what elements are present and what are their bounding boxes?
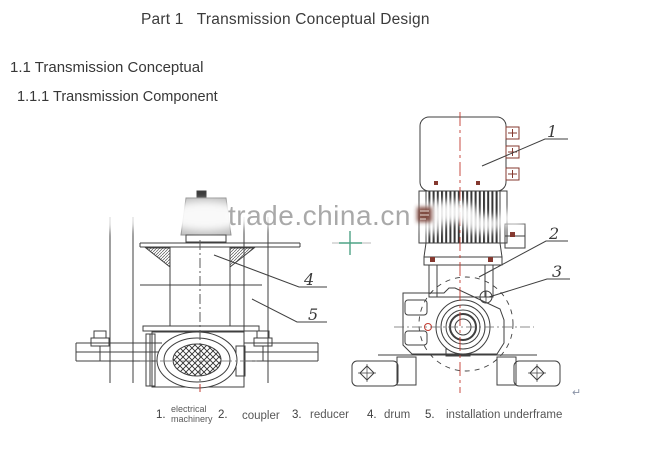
watermark: trade.china.cn [92, 200, 526, 234]
legend-number-3: 3. [292, 409, 302, 421]
callout-4: 4 [303, 270, 314, 289]
subsection-heading: 1.1.1 Transmission Component [17, 89, 218, 105]
legend-label-2: coupler [242, 410, 280, 422]
legend-label-1-line1: electrical [171, 404, 207, 414]
legend-label-1: electrical machinery [171, 404, 213, 424]
callouts [213, 138, 570, 323]
section-heading: 1.1 Transmission Conceptual [10, 59, 204, 76]
legend-number-2: 2. [218, 409, 228, 421]
coupler [423, 242, 503, 298]
legend-number-4: 4. [367, 409, 377, 421]
side-view-drawing [351, 112, 561, 393]
leader-5 [251, 298, 327, 323]
return-mark-icon: ↵ [572, 387, 582, 399]
callout-1: 1 [547, 122, 557, 141]
bolt-right-icon [253, 330, 273, 361]
callout-3: 3 [552, 262, 562, 281]
watermark-logo [417, 207, 432, 222]
leader-1 [481, 138, 568, 167]
legend-number-5: 5. [425, 409, 435, 421]
underframe [351, 354, 561, 387]
crosshair-icon [332, 231, 371, 255]
callout-5: 5 [308, 305, 318, 324]
legend-label-4: drum [384, 409, 411, 421]
front-drum [140, 248, 262, 332]
legend-number-1: 1. [156, 409, 166, 421]
leader-3 [488, 278, 570, 298]
leader-4 [213, 254, 327, 288]
watermark-text: trade.china.cn [228, 200, 411, 231]
legend-label-3: reducer [310, 409, 349, 421]
bolt-left-icon [90, 330, 110, 361]
callout-2: 2 [548, 224, 559, 243]
leader-2 [478, 240, 568, 278]
motor-terminal-box [419, 116, 507, 192]
page-title: Part 1 Transmission Conceptual Design [141, 11, 430, 28]
connector-icons [505, 126, 520, 181]
legend-label-5: installation underframe [446, 409, 563, 421]
legend-label-1-line2: machinery [171, 413, 213, 424]
